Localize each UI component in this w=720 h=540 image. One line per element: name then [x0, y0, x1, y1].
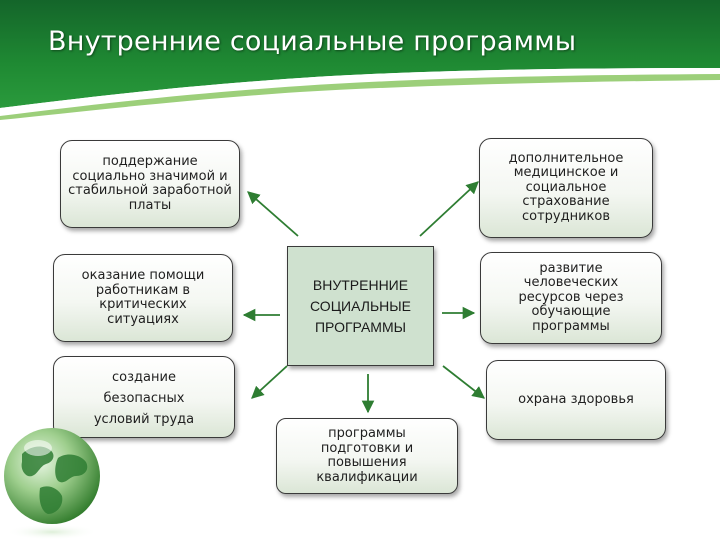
header-banner: Внутренние социальные программы	[0, 0, 720, 120]
node-bottom-center-label: программы подготовки и повышения квалифи…	[316, 426, 418, 485]
header-background	[0, 0, 720, 120]
node-top-left-label: поддержание социально значимой и стабиль…	[68, 154, 232, 213]
globe-icon	[4, 428, 100, 540]
arrow-to-top-left	[247, 191, 299, 237]
node-bottom-right-label: охрана здоровья	[518, 391, 634, 407]
arrow-to-bottom-left	[251, 365, 288, 399]
node-middle-left: оказание помощи работникам в критических…	[53, 254, 233, 342]
node-bottom-right: охрана здоровья	[486, 360, 666, 440]
node-bottom-center: программы подготовки и повышения квалифи…	[276, 418, 458, 494]
arrow-to-top-right	[419, 181, 479, 237]
node-middle-right: развитие человеческих ресурсов через обу…	[480, 252, 662, 344]
node-middle-left-label: оказание помощи работникам в критических…	[81, 268, 205, 327]
node-top-left: поддержание социально значимой и стабиль…	[60, 140, 240, 228]
center-node: ВНУТРЕННИЕ СОЦИАЛЬНЫЕ ПРОГРАММЫ	[287, 246, 434, 366]
node-bottom-left: создание безопасных условий труда	[53, 356, 235, 438]
arrow-to-bottom-right	[442, 365, 485, 399]
slide-title: Внутренние социальные программы	[48, 26, 577, 57]
node-top-right-label: дополнительное медицинское и социальное …	[508, 150, 624, 224]
center-node-label: ВНУТРЕННИЕ СОЦИАЛЬНЫЕ ПРОГРАММЫ	[310, 276, 411, 335]
node-bottom-left-label: создание безопасных условий труда	[93, 370, 195, 427]
node-middle-right-label: развитие человеческих ресурсов через обу…	[518, 260, 624, 334]
node-top-right: дополнительное медицинское и социальное …	[479, 138, 653, 238]
